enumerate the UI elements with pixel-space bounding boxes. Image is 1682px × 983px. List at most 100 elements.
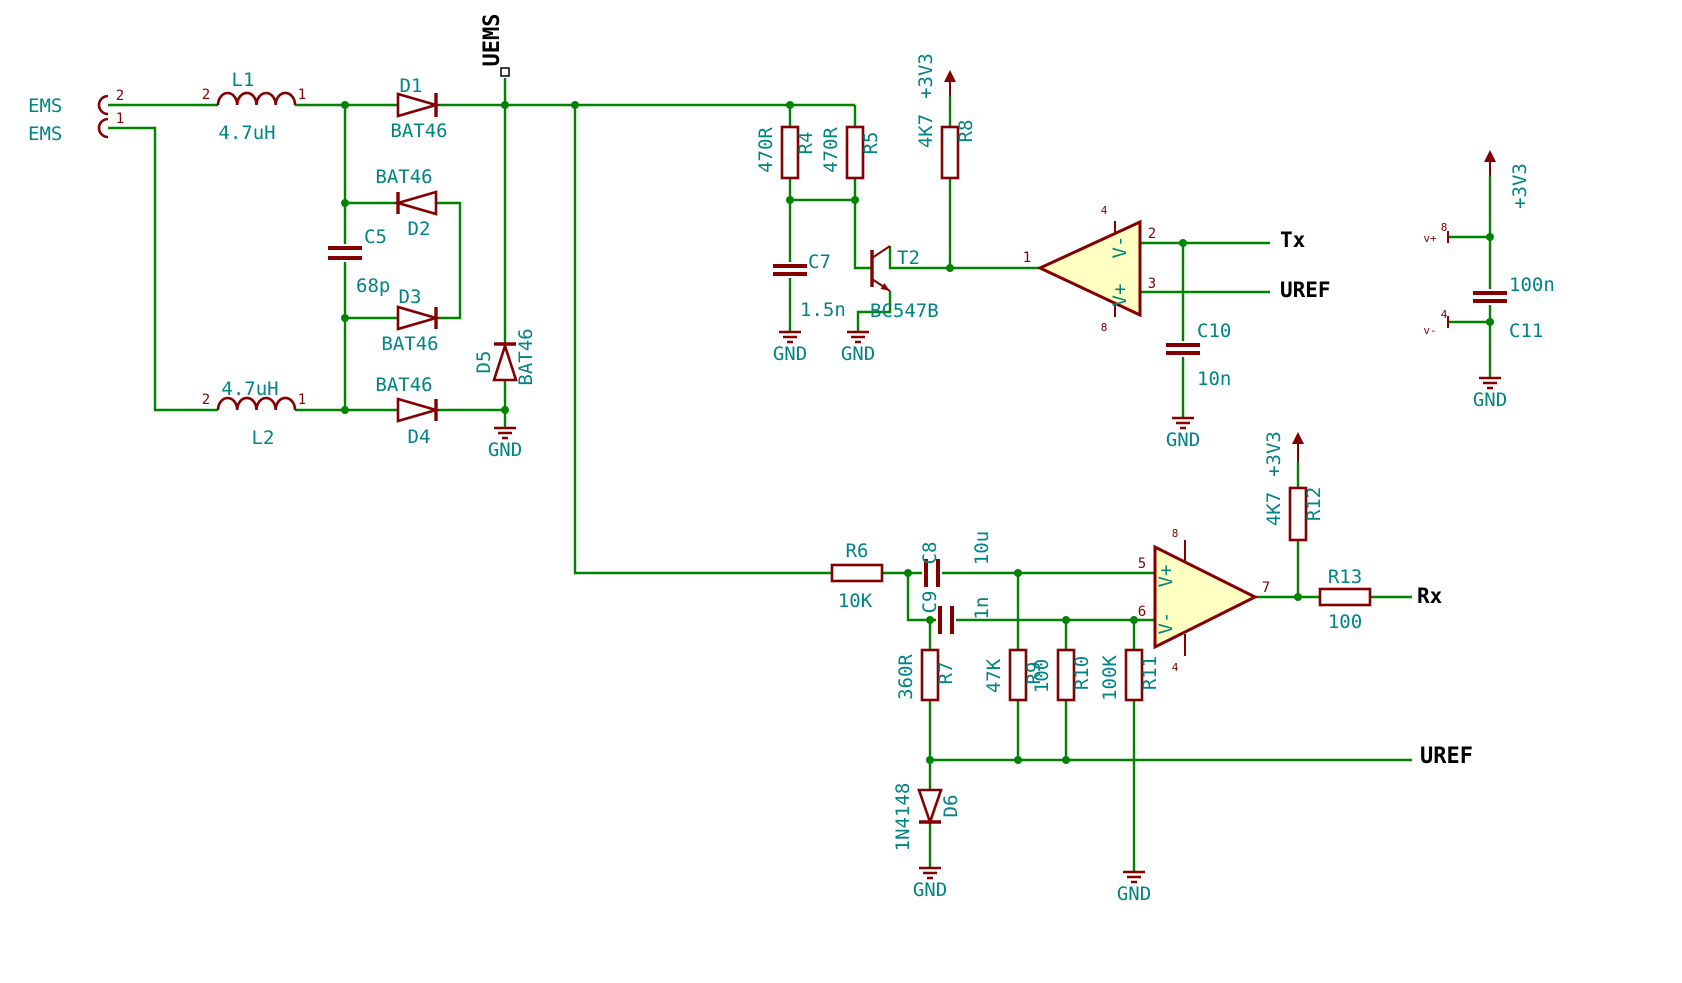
junction-dot	[341, 199, 349, 207]
resistor-R13[interactable]	[1318, 587, 1372, 607]
capacitor-C9[interactable]	[938, 606, 954, 634]
ref-C9: C9	[919, 591, 941, 614]
pin-number: 4	[1172, 661, 1179, 674]
pin-number: 3	[1148, 276, 1156, 292]
value-C11: 100n	[1509, 274, 1555, 296]
pin-number: 2	[202, 392, 210, 408]
net-label-rx[interactable]: Rx	[1417, 584, 1443, 608]
opamp-2[interactable]	[1153, 540, 1259, 656]
capacitor-C11[interactable]	[1473, 291, 1507, 303]
diode-D2[interactable]	[393, 190, 438, 216]
ref-C5: C5	[364, 226, 387, 248]
diode-triangle	[396, 305, 441, 331]
value-D4: BAT46	[375, 374, 432, 396]
capacitor-C5[interactable]	[328, 246, 362, 260]
value-R6: 10K	[838, 590, 873, 612]
net-label-uref-bottom[interactable]: UREF	[1420, 744, 1473, 769]
ref-R8: R8	[955, 120, 977, 143]
gnd-symbol[interactable]	[847, 330, 869, 344]
value-R11: 100K	[1099, 655, 1121, 701]
junction-dot	[1014, 569, 1022, 577]
resistor-R6[interactable]	[830, 563, 884, 583]
inductor-L1[interactable]	[216, 91, 297, 106]
capacitor-C8[interactable]	[924, 559, 940, 587]
diode-D3[interactable]	[396, 305, 441, 331]
inductor-L2[interactable]	[216, 396, 297, 411]
junction-dot	[1486, 233, 1494, 241]
value-R4: 470R	[755, 127, 777, 173]
diode-D5[interactable]	[492, 341, 518, 382]
wire-tx-driver[interactable]	[788, 96, 1040, 332]
ref-R10: R10	[1071, 656, 1093, 690]
junction-dot	[1179, 239, 1187, 247]
transistor-T2[interactable]	[870, 245, 891, 292]
resistor-R7[interactable]	[920, 648, 940, 702]
resistor-R11[interactable]	[1124, 648, 1144, 702]
opamp1-vminus: V-	[1109, 236, 1131, 259]
ref-R6: R6	[846, 540, 869, 562]
power-3v3-label: +3V3	[1263, 431, 1285, 477]
ref-R11: R11	[1139, 656, 1161, 690]
resistor-R9[interactable]	[1008, 648, 1028, 702]
value-C5: 68p	[356, 275, 390, 297]
capacitor-C10[interactable]	[1166, 343, 1200, 355]
pin-number: 8	[1172, 527, 1179, 540]
power-flag-3v3-r12[interactable]	[1292, 432, 1304, 462]
diode-D1[interactable]	[396, 92, 441, 118]
gnd-symbol[interactable]	[919, 866, 941, 880]
resistor-R4[interactable]	[780, 125, 800, 180]
value-R12: 4K7	[1263, 492, 1285, 526]
gnd-symbol[interactable]	[1123, 870, 1145, 884]
gnd-label: GND	[1473, 389, 1507, 411]
gnd-symbol[interactable]	[494, 426, 516, 440]
wire-receiver[interactable]	[882, 462, 1412, 872]
resistor-R8[interactable]	[940, 125, 960, 180]
net-label-tx[interactable]: Tx	[1280, 228, 1306, 252]
ref-R9: R9	[1023, 662, 1045, 685]
ref-R12: R12	[1303, 487, 1325, 521]
resistor-R5[interactable]	[845, 125, 865, 180]
opamp-1[interactable]	[1036, 219, 1142, 318]
ref-D3: D3	[399, 286, 422, 308]
value-R5: 470R	[820, 127, 842, 173]
junction-dot	[1062, 616, 1070, 624]
diode-D4[interactable]	[396, 397, 441, 423]
wire-opamp1-io[interactable]	[1140, 241, 1270, 418]
value-R7: 360R	[895, 654, 917, 700]
value-C8: 10u	[971, 531, 993, 565]
emitter-arrow	[880, 283, 890, 291]
connector-label: EMS	[28, 95, 62, 117]
diode-D6[interactable]	[917, 788, 943, 826]
value-C10: 10n	[1197, 368, 1231, 390]
net-label-uems[interactable]: UEMS	[480, 14, 505, 67]
ref-L2: L2	[252, 427, 275, 449]
value-R13: 100	[1328, 611, 1362, 633]
power-flag-3v3-r8[interactable]	[944, 70, 956, 96]
junction-dot	[926, 616, 934, 624]
resistor-R10[interactable]	[1056, 648, 1076, 702]
power-arrow-head	[944, 70, 956, 82]
value-C7: 1.5n	[800, 299, 846, 321]
net-label-uref-top[interactable]: UREF	[1280, 278, 1331, 302]
capacitor-C7[interactable]	[773, 264, 807, 276]
gnd-symbol[interactable]	[779, 330, 801, 344]
diode-triangle	[396, 397, 441, 423]
ref-R7: R7	[935, 662, 957, 685]
gnd-symbol[interactable]	[1479, 376, 1501, 390]
pin-number: 6	[1138, 604, 1146, 620]
gnd-label: GND	[773, 343, 807, 365]
wire-input-bridge[interactable]	[108, 78, 855, 575]
resistor-R12[interactable]	[1288, 486, 1308, 542]
junction-dot	[501, 101, 509, 109]
gnd-label: GND	[1166, 429, 1200, 451]
junction-dot	[341, 314, 349, 322]
power-arrow-head	[1292, 432, 1304, 444]
transistor-collector	[871, 245, 891, 259]
pin-number: 8	[1441, 221, 1448, 234]
connector-ems[interactable]	[97, 94, 109, 139]
wire-right-power[interactable]	[1448, 176, 1492, 378]
gnd-symbol[interactable]	[1172, 416, 1194, 430]
field-labels: EMS EMS L1 4.7uH D1 BAT46 BAT46 D2 C5 68…	[28, 53, 1555, 905]
power-flag-3v3-right[interactable]	[1484, 150, 1496, 176]
ref-C11: C11	[1509, 320, 1543, 342]
